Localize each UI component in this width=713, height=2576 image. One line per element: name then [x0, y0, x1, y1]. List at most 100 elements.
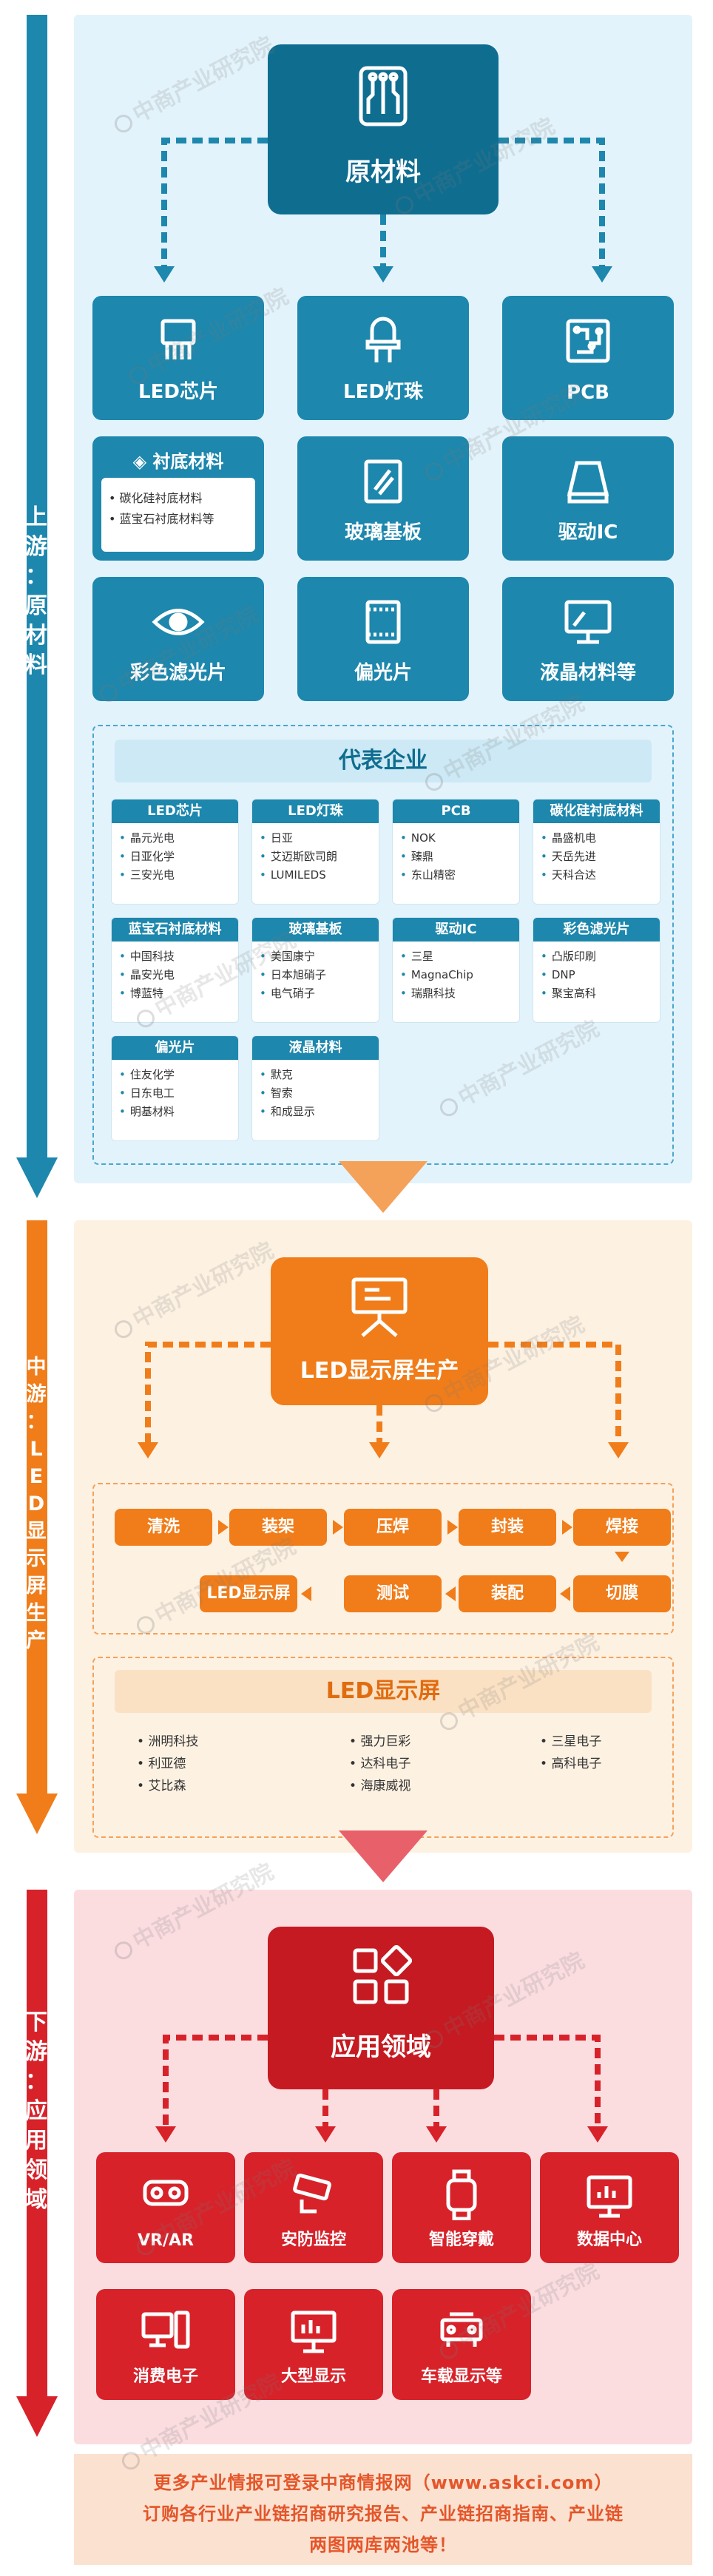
tile-lcd-material: 液晶材料等	[502, 577, 674, 701]
app-tile: 安防监控	[244, 2152, 383, 2263]
led-production-hub: LED显示屏生产	[271, 1257, 488, 1405]
company-card: LED芯片晶元光电日亚化学三安光电	[111, 799, 239, 905]
company-item: 日亚	[260, 829, 371, 848]
process-step: 测试	[344, 1575, 442, 1612]
company-card: 蓝宝石衬底材料中国科技晶安光电博蓝特	[111, 917, 239, 1023]
app-tile: 车载显示等	[392, 2289, 531, 2400]
downstream-stage-arrow: 下游：应用领域	[16, 1890, 58, 2437]
company-card-title: LED芯片	[112, 799, 238, 823]
polarizer-icon	[365, 600, 401, 644]
upstream-stage-label: 上游：原材料	[16, 503, 58, 680]
company-card: 玻璃基板美国康宁日本旭硝子电气硝子	[251, 917, 379, 1023]
company-item: 艾迈斯欧司朗	[260, 848, 371, 866]
app-tile-label: 大型显示	[280, 2367, 346, 2386]
stage-label-char: 领	[25, 2157, 49, 2183]
stage-chevron-2	[339, 1830, 428, 1882]
company-item: 三安光电	[119, 866, 231, 885]
stage-label-char: 用	[25, 2128, 49, 2154]
company-item: NOK	[400, 829, 512, 848]
process-arrow-left	[560, 1586, 570, 1601]
company-item: 博蓝特	[119, 984, 231, 1003]
company-item: • 强力巨彩	[349, 1734, 411, 1749]
tag-icon: ◈	[132, 451, 153, 472]
process-arrow-right	[218, 1520, 229, 1535]
company-item: 日东电工	[119, 1084, 231, 1103]
stage-label-char: 料	[25, 652, 49, 678]
stage-label-char: 中	[26, 1356, 48, 1379]
tile-substrate: ◈ 衬底材料 • 碳化硅衬底材料 • 蓝宝石衬底材料等	[92, 436, 264, 561]
lcd-monitor-icon	[564, 600, 612, 644]
tile-led-chip: LED芯片	[92, 296, 264, 420]
stage-label-char: 应	[25, 2098, 49, 2124]
company-item: • 高科电子	[540, 1757, 602, 1771]
company-item: 凸版印刷	[541, 947, 652, 966]
upstream-panel: 原材料 LED芯片 LED灯珠 PCB	[74, 15, 692, 1183]
tile-led-bead: LED灯珠	[297, 296, 469, 420]
company-item: 和成显示	[260, 1103, 371, 1121]
stage-label-char: 显	[26, 1520, 48, 1543]
process-box	[92, 1483, 674, 1634]
app-tile-label: 智能穿戴	[428, 2231, 494, 2249]
tile-label: 彩色滤光片	[129, 662, 226, 684]
process-arrow-left	[301, 1586, 311, 1601]
company-item: DNP	[541, 966, 652, 984]
process-step: LED显示屏	[200, 1575, 297, 1612]
company-item: 电气硝子	[260, 984, 371, 1003]
tile-glass-substrate: 玻璃基板	[297, 436, 469, 561]
tile-label: 液晶材料等	[539, 662, 636, 684]
app-tile-label: 车载显示等	[420, 2367, 502, 2386]
company-item: 晶安光电	[119, 966, 231, 984]
company-item: • 海康威视	[349, 1779, 411, 1794]
circuit-icon	[359, 66, 408, 126]
midstream-companies-title: LED显示屏	[115, 1670, 652, 1713]
midstream-company-col1: • 洲明科技 • 利亚德 • 艾比森	[137, 1731, 198, 1797]
upstream-stage-arrow: 上游：原材料	[16, 15, 58, 1198]
tile-polarizer: 偏光片	[297, 577, 469, 701]
company-item: 天岳先进	[541, 848, 652, 866]
stage-label-char: 屏	[26, 1575, 48, 1598]
smartwatch-icon	[446, 2169, 477, 2220]
company-card-title: 偏光片	[112, 1036, 238, 1060]
stage-label-char: E	[29, 1465, 45, 1488]
company-card-title: 液晶材料	[252, 1036, 379, 1060]
stage-label-char: ：	[26, 1410, 48, 1433]
footer-line-1: 更多产业情报可登录中商情报网（www.askci.com）	[153, 2472, 613, 2493]
data-center-icon	[587, 2175, 632, 2218]
company-item: 瑞鼎科技	[400, 984, 512, 1003]
process-step: 压焊	[344, 1509, 442, 1546]
application-hub: 应用领域	[268, 1927, 494, 2089]
process-step: 焊接	[573, 1509, 671, 1546]
tile-driver-ic: 驱动IC	[502, 436, 674, 561]
midstream-connectors	[138, 1342, 629, 1458]
company-item: 美国康宁	[260, 947, 371, 966]
company-card-title: 彩色滤光片	[533, 918, 660, 942]
process-arrow-right	[562, 1520, 572, 1535]
company-item: 臻鼎	[400, 848, 512, 866]
tile-label: LED灯珠	[343, 381, 423, 403]
company-card: 驱动IC三星MagnaChip瑞鼎科技	[392, 917, 520, 1023]
process-step: 清洗	[115, 1509, 212, 1546]
company-item: 东山精密	[400, 866, 512, 885]
footer-notice: 更多产业情报可登录中商情报网（www.askci.com） 订购各行业产业链招商…	[74, 2454, 692, 2565]
company-card: 偏光片住友化学日东电工明基材料	[111, 1035, 239, 1141]
company-card-title: 碳化硅衬底材料	[533, 799, 660, 823]
downstream-stage-label: 下游：应用领域	[16, 2008, 58, 2215]
company-item: • 利亚德	[137, 1757, 186, 1771]
company-card: 碳化硅衬底材料晶盛机电天岳先进天科合达	[533, 799, 660, 905]
apps-grid-icon	[353, 1944, 413, 2004]
company-item: 默克	[260, 1066, 371, 1084]
midstream-company-col3: • 三星电子 • 高科电子	[540, 1731, 601, 1775]
large-display-icon	[291, 2310, 337, 2353]
app-tile-label: 消费电子	[132, 2367, 198, 2386]
stage-label-char: 原	[25, 593, 49, 619]
company-item: • 艾比森	[137, 1779, 186, 1794]
company-card: LED灯珠日亚艾迈斯欧司朗LUMILEDS	[251, 799, 379, 905]
company-item: 日本旭硝子	[260, 966, 371, 984]
company-item: 晶盛机电	[541, 829, 652, 848]
midstream-panel: LED显示屏生产 LED显示屏 • 洲明科技 • 利亚德 • 艾比森 • 强力巨…	[74, 1220, 692, 1853]
company-item: 明基材料	[119, 1103, 231, 1121]
tile-label: PCB	[567, 382, 609, 404]
